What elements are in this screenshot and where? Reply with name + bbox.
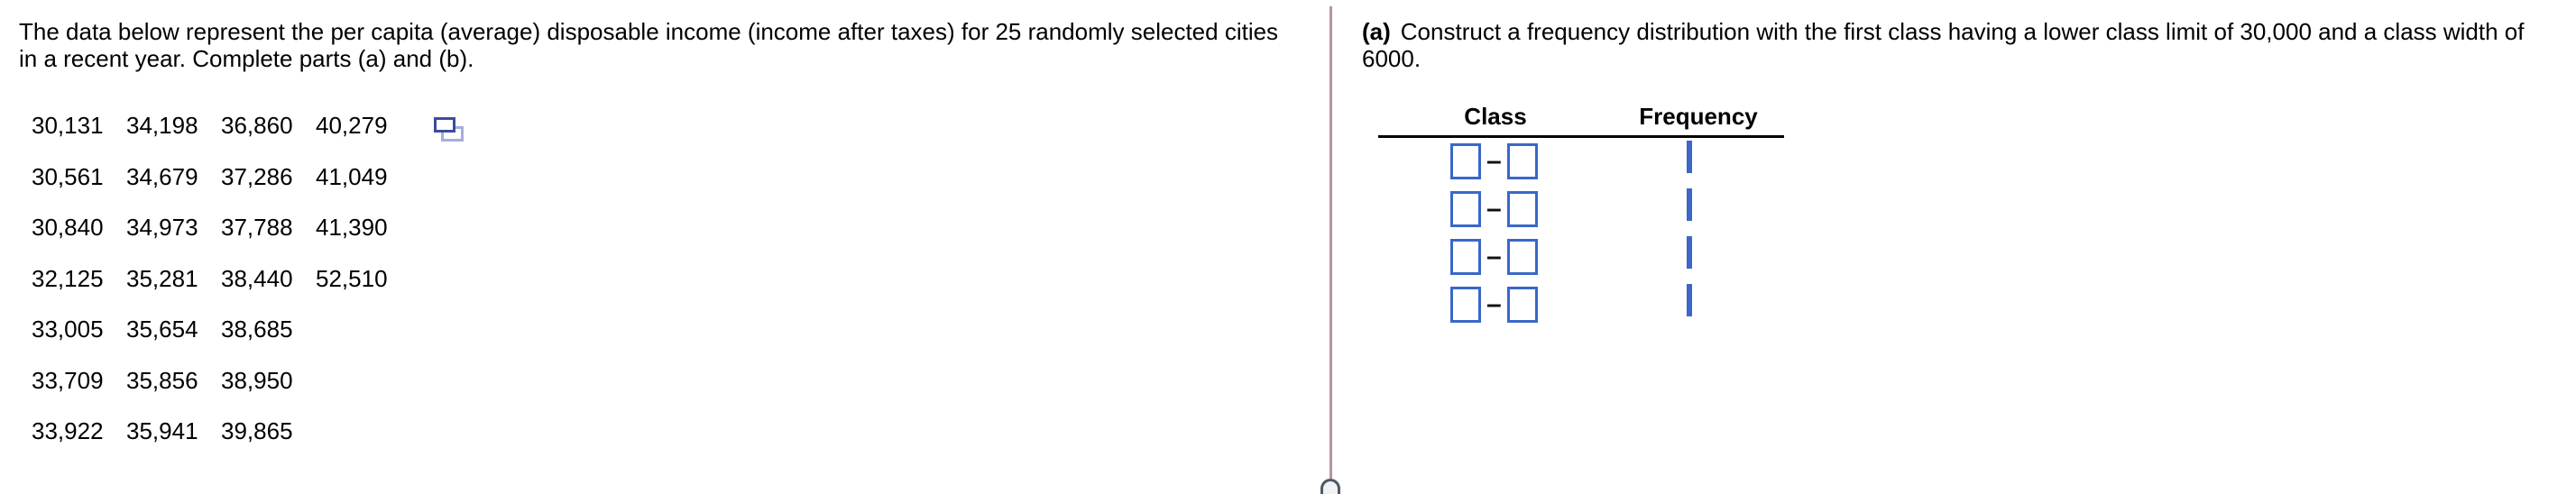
answer-panel: (a) Construct a frequency distribution wi… bbox=[1332, 0, 2576, 494]
class-range-dash: – bbox=[1486, 242, 1502, 271]
data-value: 35,856 bbox=[126, 366, 198, 394]
data-value: 34,679 bbox=[126, 162, 198, 190]
class-upper-input[interactable] bbox=[1506, 287, 1538, 323]
frequency-table-body: – – bbox=[1378, 138, 1784, 332]
frequency-distribution-table: Class Frequency – bbox=[1378, 101, 1784, 335]
data-value: 39,865 bbox=[221, 416, 293, 444]
data-value: 34,973 bbox=[126, 213, 198, 241]
frequency-input[interactable] bbox=[1687, 284, 1692, 316]
data-value: 33,005 bbox=[32, 315, 104, 343]
frequency-input[interactable] bbox=[1687, 188, 1692, 221]
data-value: 30,561 bbox=[32, 162, 104, 190]
frequency-input[interactable] bbox=[1687, 236, 1692, 269]
data-value: 35,941 bbox=[126, 416, 198, 444]
data-row: 33,005 35,654 38,685 bbox=[32, 304, 293, 354]
data-value: 30,840 bbox=[32, 213, 104, 241]
data-value: 36,860 bbox=[221, 111, 293, 139]
copy-data-icon[interactable] bbox=[434, 116, 464, 142]
problem-statement-line1: The data below represent the per capita … bbox=[19, 18, 1279, 45]
class-column-header: Class bbox=[1464, 103, 1527, 130]
class-upper-input[interactable] bbox=[1506, 191, 1538, 227]
class-upper-input[interactable] bbox=[1506, 143, 1538, 179]
data-value: 38,440 bbox=[221, 264, 293, 292]
data-value: 35,654 bbox=[126, 315, 198, 343]
data-value: 38,950 bbox=[221, 366, 293, 394]
data-row: 30,561 34,679 37,286 41,049 bbox=[32, 151, 388, 202]
data-value: 41,049 bbox=[316, 162, 388, 190]
frequency-table-row: – bbox=[1378, 284, 1784, 323]
problem-statement: The data below represent the per capita … bbox=[19, 18, 1278, 72]
part-a-label: (a) bbox=[1362, 18, 1391, 45]
frequency-column-header: Frequency bbox=[1639, 103, 1758, 130]
frequency-table-row: – bbox=[1378, 188, 1784, 227]
class-lower-input[interactable] bbox=[1450, 143, 1481, 179]
data-value: 35,281 bbox=[126, 264, 198, 292]
frequency-table-header: Class Frequency bbox=[1378, 101, 1784, 138]
data-value: 30,131 bbox=[32, 111, 104, 139]
class-upper-input[interactable] bbox=[1506, 239, 1538, 275]
data-value: 37,788 bbox=[221, 213, 293, 241]
copy-icon-front-sheet bbox=[434, 116, 455, 133]
data-row: 30,840 34,973 37,788 41,390 bbox=[32, 202, 388, 252]
data-value: 32,125 bbox=[32, 264, 104, 292]
frequency-table-row: – bbox=[1378, 236, 1784, 275]
class-lower-input[interactable] bbox=[1450, 239, 1481, 275]
panel-resize-handle[interactable] bbox=[1320, 479, 1340, 494]
data-value: 38,685 bbox=[221, 315, 293, 343]
data-value: 34,198 bbox=[126, 111, 198, 139]
data-value: 37,286 bbox=[221, 162, 293, 190]
data-row: 32,125 35,281 38,440 52,510 bbox=[32, 253, 388, 304]
data-value: 41,390 bbox=[316, 213, 388, 241]
panel-divider bbox=[1329, 6, 1332, 479]
class-lower-input[interactable] bbox=[1450, 191, 1481, 227]
frequency-input[interactable] bbox=[1687, 141, 1692, 173]
part-a-text-line2: 6000. bbox=[1362, 45, 1421, 72]
data-row: 33,709 35,856 38,950 bbox=[32, 355, 293, 406]
data-row: 33,922 35,941 39,865 bbox=[32, 406, 293, 456]
class-range-dash: – bbox=[1486, 146, 1502, 176]
class-range-dash: – bbox=[1486, 289, 1502, 319]
part-a-instruction: (a) Construct a frequency distribution wi… bbox=[1362, 18, 2524, 72]
data-row: 30,131 34,198 36,860 40,279 bbox=[32, 100, 464, 151]
data-value: 33,709 bbox=[32, 366, 104, 394]
data-value: 40,279 bbox=[316, 111, 388, 139]
frequency-table-row: – bbox=[1378, 141, 1784, 179]
class-lower-input[interactable] bbox=[1450, 287, 1481, 323]
class-range-dash: – bbox=[1486, 194, 1502, 224]
data-value: 52,510 bbox=[316, 264, 388, 292]
part-a-text-line1: Construct a frequency distribution with … bbox=[1400, 18, 2525, 45]
problem-statement-line2: in a recent year. Complete parts (a) and… bbox=[19, 45, 474, 72]
problem-panel: The data below represent the per capita … bbox=[19, 18, 1278, 456]
data-value: 33,922 bbox=[32, 416, 104, 444]
